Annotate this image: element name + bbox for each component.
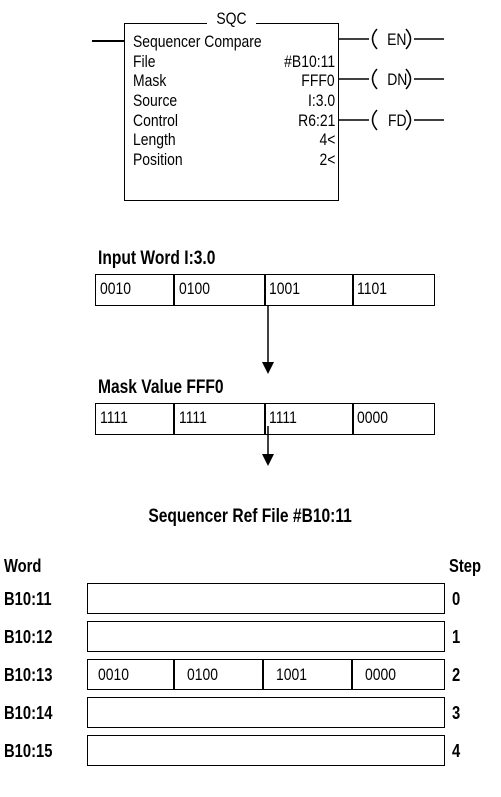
row-step-label: 1 <box>452 627 461 647</box>
coil-en <box>339 28 444 50</box>
ref-nibble: 0000 <box>365 665 397 684</box>
cell-divider <box>351 660 353 689</box>
ref-nibble: 0100 <box>187 665 219 684</box>
ref-file-title: Sequencer Ref File #B10:11 <box>148 506 353 527</box>
table-row <box>87 583 445 614</box>
mask-nibble: 1111 <box>269 408 297 427</box>
row-step-label: 3 <box>452 703 461 723</box>
word-column-header: Word <box>4 556 42 576</box>
param-label-length: Length <box>133 130 176 149</box>
coil-fd <box>339 109 444 131</box>
input-nibble: 0010 <box>100 279 132 298</box>
output-coils <box>339 28 444 131</box>
input-word-title: Input Word I:3.0 <box>98 248 216 269</box>
param-label-source: Source <box>133 91 178 110</box>
param-value-position: 2< <box>319 150 335 169</box>
arrow-down-icon <box>262 426 274 466</box>
table-row <box>87 735 445 766</box>
sqc-instruction-block: SQC Sequencer Compare File #B10:11 Mask … <box>0 0 501 210</box>
coil-label-dn: DN <box>386 70 408 89</box>
cell-divider <box>352 275 354 305</box>
step-column-header: Step <box>449 556 481 576</box>
ref-file-table: B10:11 0 B10:12 1 B10:13 0010 0100 1001 … <box>0 583 501 783</box>
instruction-mnemonic: SQC <box>124 9 339 28</box>
param-value-source: I:3.0 <box>307 91 335 110</box>
cell-divider <box>173 660 175 689</box>
row-word-label: B10:11 <box>4 589 52 609</box>
row-word-label: B10:15 <box>4 741 53 761</box>
ref-nibble: 0010 <box>98 665 130 684</box>
param-value-mask: FFF0 <box>301 71 335 90</box>
param-label-control: Control <box>133 111 178 130</box>
param-label-position: Position <box>133 150 183 169</box>
cell-divider <box>173 404 175 434</box>
param-label-file: File <box>133 52 156 71</box>
instruction-name: Sequencer Compare <box>133 32 262 51</box>
row-step-label: 4 <box>452 741 461 761</box>
mask-value-title: Mask Value FFF0 <box>98 377 224 398</box>
ref-nibble: 1001 <box>276 665 308 684</box>
input-nibble: 1001 <box>269 279 301 298</box>
input-word-table: 0010 0100 1001 1101 <box>95 274 435 306</box>
mask-value-table: 1111 1111 1111 0000 <box>95 403 435 435</box>
param-value-file: #B10:11 <box>284 52 335 71</box>
param-value-length: 4< <box>319 130 335 149</box>
row-step-label: 2 <box>452 665 461 685</box>
row-step-label: 0 <box>452 589 461 609</box>
cell-divider <box>264 275 266 305</box>
table-row <box>87 621 445 652</box>
table-row-active: 0010 0100 1001 0000 <box>87 659 445 690</box>
cell-divider <box>262 660 264 689</box>
row-word-label: B10:13 <box>4 665 53 685</box>
cell-divider <box>173 275 175 305</box>
instruction-box <box>124 23 339 201</box>
mask-nibble: 1111 <box>179 408 207 427</box>
rung-input-line <box>92 40 124 42</box>
mask-nibble: 1111 <box>100 408 128 427</box>
coil-label-en: EN <box>387 30 407 49</box>
input-nibble: 1101 <box>357 279 387 298</box>
coil-dn <box>339 68 444 90</box>
row-word-label: B10:12 <box>4 627 53 647</box>
cell-divider <box>264 404 266 434</box>
param-value-control: R6:21 <box>297 111 335 130</box>
input-nibble: 0100 <box>179 279 211 298</box>
mask-nibble: 0000 <box>357 408 389 427</box>
cell-divider <box>352 404 354 434</box>
row-word-label: B10:14 <box>4 703 53 723</box>
param-label-mask: Mask <box>133 71 167 90</box>
table-row <box>87 697 445 728</box>
coil-label-fd: FD <box>387 111 407 130</box>
arrow-down-icon <box>262 306 274 374</box>
